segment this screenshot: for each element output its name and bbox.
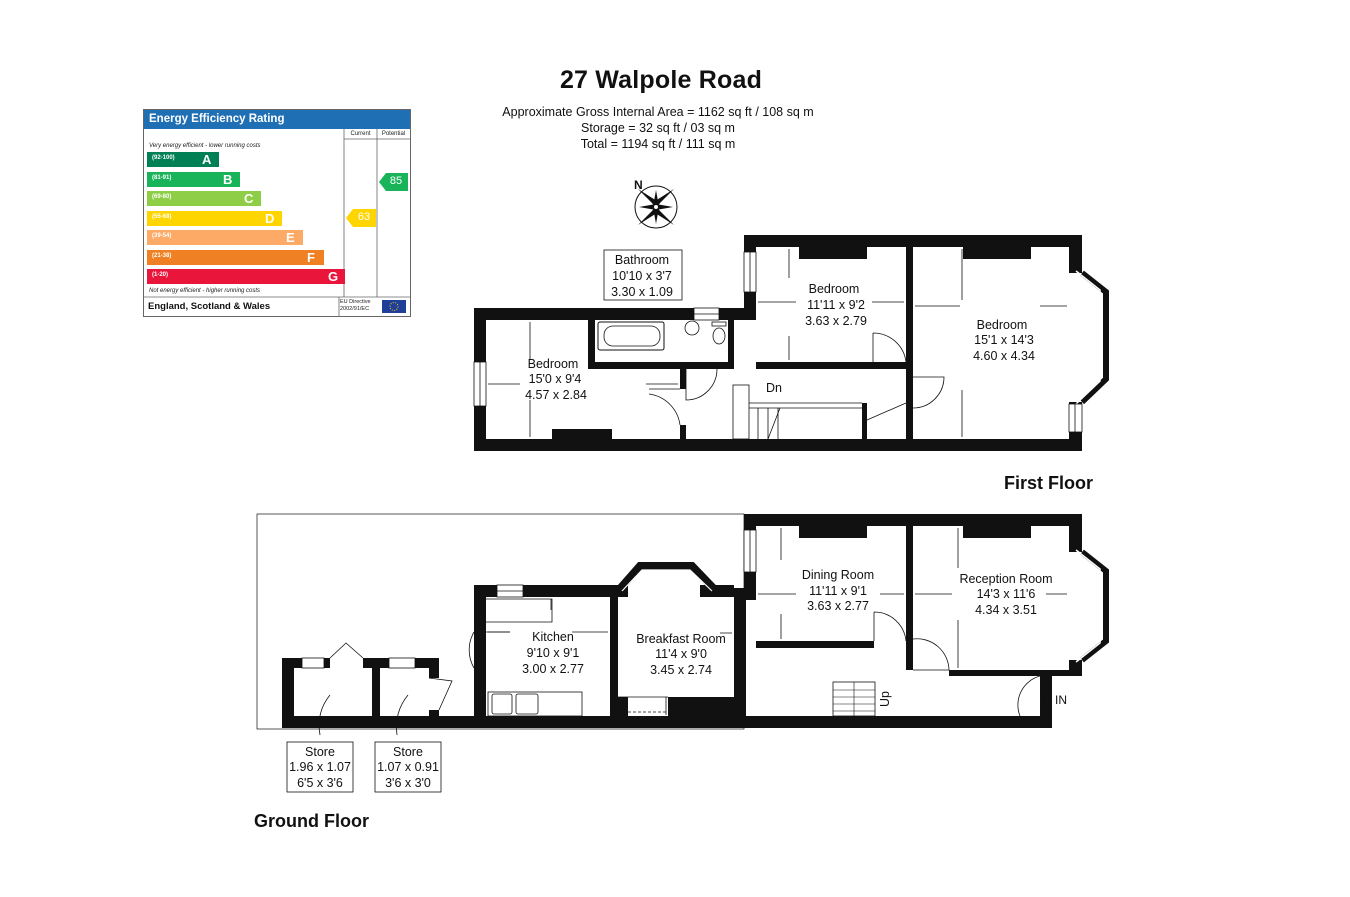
epc-band-bar: (39-54) E (147, 230, 303, 245)
bathroom-label-box (603, 249, 683, 301)
breakfast-room-imperial: 11'4 x 9'0 (655, 647, 707, 661)
bedroom-front-imperial: 15'1 x 14'3 (974, 333, 1034, 347)
first-floor-label: First Floor (1004, 473, 1093, 493)
bathroom-imperial: 10'10 x 3'7 (612, 269, 672, 283)
bathroom-metric: 3.30 x 1.09 (611, 285, 673, 299)
kitchen-name: Kitchen (532, 630, 574, 644)
epc-band-range: (21-38) (152, 252, 172, 259)
bathroom-name: Bathroom (615, 253, 669, 267)
stairs-down-label: Dn (766, 381, 782, 395)
epc-directive-line1: EU Directive (340, 299, 371, 305)
bedroom-middle-imperial: 11'11 x 9'2 (807, 298, 865, 312)
epc-band-range: (92-100) (152, 155, 175, 161)
epc-band-bar: (92-100) A (147, 152, 219, 167)
plan-title: 27 Walpole Road (559, 66, 763, 94)
epc-band-letter: A (202, 152, 212, 167)
store-1-metric: 1.96 x 1.07 (289, 760, 351, 774)
dining-room-name: Dining Room (802, 568, 874, 582)
bedroom-front-name: Bedroom (977, 318, 1028, 332)
epc-band-range: (81-91) (152, 174, 172, 181)
kitchen-imperial: 9'10 x 9'1 (527, 646, 580, 660)
bedroom-rear-metric: 4.57 x 2.84 (525, 388, 587, 402)
dining-room-imperial: 11'11 x 9'1 (809, 584, 867, 598)
epc-potential-arrow (379, 173, 408, 191)
epc-current-arrow (346, 209, 376, 227)
reception-room-metric: 4.34 x 3.51 (975, 603, 1037, 617)
epc-potential-header: Potential (381, 131, 406, 137)
epc-top-note: Very energy efficient - lower running co… (149, 143, 261, 149)
store-2-label-box (374, 741, 442, 793)
epc-band-letter: C (244, 191, 254, 206)
reception-room-name: Reception Room (959, 572, 1052, 586)
energy-rating-chart: Energy Efficiency Rating Current Potenti… (143, 109, 411, 317)
epc-band-bar: (69-80) C (147, 191, 261, 206)
epc-potential-value: 85 (389, 175, 403, 187)
storage-area-text: Storage = 32 sq ft / 03 sq m (581, 121, 735, 135)
total-area-text: Total = 1194 sq ft / 111 sq m (580, 137, 736, 151)
epc-band-letter: E (286, 230, 295, 245)
epc-directive-line2: 2002/91/EC (340, 306, 370, 312)
store-2-name: Store (393, 745, 423, 759)
store-1-imperial: 6'5 x 3'6 (297, 776, 343, 790)
bedroom-rear-imperial: 15'0 x 9'4 (529, 372, 582, 386)
epc-band-bar: (1-20) G (147, 269, 345, 284)
compass-icon: N (634, 178, 678, 229)
reception-room-imperial: 14'3 x 11'6 (977, 587, 1036, 601)
epc-band-letter: D (265, 210, 275, 226)
first-floor-plan (473, 235, 1109, 451)
epc-band-letter: F (307, 249, 315, 265)
compass-north-label: N (634, 178, 643, 192)
epc-current-header: Current (350, 131, 371, 137)
epc-footer: England, Scotland & Wales (148, 301, 271, 312)
epc-band-range: (1-20) (152, 272, 169, 278)
epc-bottom-note: Not energy efficient - higher running co… (149, 288, 261, 294)
epc-directive: EU Directive 2002/91/EC (340, 299, 371, 313)
ground-floor-plan (256, 513, 1109, 736)
epc-band-bar: (55-68) D (147, 210, 282, 226)
epc-title: Energy Efficiency Rating (144, 110, 410, 129)
store-2-imperial: 3'6 x 3'0 (385, 776, 431, 790)
epc-current-value: 63 (357, 211, 371, 223)
epc-band-range: (69-80) (152, 194, 172, 200)
epc-band-range: (55-68) (152, 213, 172, 220)
eu-flag-icon (382, 300, 406, 313)
epc-band-range: (39-54) (152, 233, 172, 239)
bedroom-rear-name: Bedroom (528, 357, 579, 371)
epc-band-bar: (21-38) F (147, 249, 324, 265)
dining-room-metric: 3.63 x 2.77 (807, 599, 869, 613)
store-1-label-box (286, 741, 354, 793)
epc-band-bar: (81-91) B (147, 171, 240, 187)
bedroom-front-metric: 4.60 x 4.34 (973, 349, 1035, 363)
stairs-up-label: Up (878, 691, 892, 707)
store-2-metric: 1.07 x 0.91 (377, 760, 439, 774)
entrance-label: IN (1055, 693, 1067, 707)
epc-band-letter: G (328, 269, 339, 284)
breakfast-room-name: Breakfast Room (636, 632, 726, 646)
store-1-name: Store (305, 745, 335, 759)
gross-area-text: Approximate Gross Internal Area = 1162 s… (502, 105, 814, 119)
bedroom-middle-metric: 3.63 x 2.79 (805, 314, 867, 328)
ground-floor-label: Ground Floor (254, 811, 369, 831)
breakfast-room-metric: 3.45 x 2.74 (650, 663, 712, 677)
bedroom-middle-name: Bedroom (809, 282, 860, 296)
epc-band-letter: B (223, 171, 233, 187)
kitchen-metric: 3.00 x 2.77 (522, 662, 584, 676)
